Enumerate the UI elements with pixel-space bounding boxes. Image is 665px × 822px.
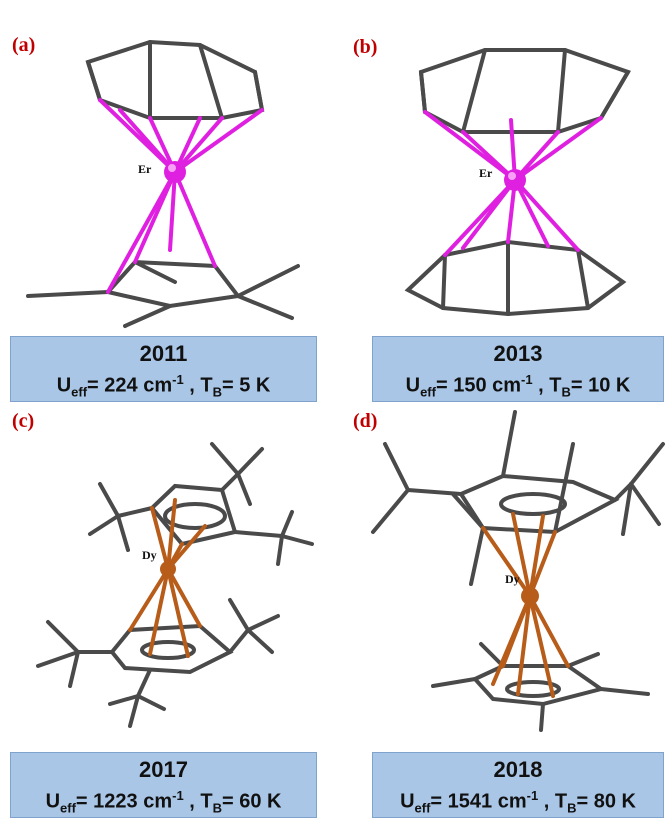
year: 2011 — [139, 341, 188, 366]
dy-cp-cp-structure — [36, 442, 314, 728]
parameters: Ueff= 1223 cm-1 , TB= 60 K — [45, 788, 282, 816]
panel-c: (c) Dy — [0, 404, 330, 740]
er-cot-cot-structure — [404, 48, 631, 317]
year: 2018 — [493, 757, 543, 782]
dy-cp-cp-structure — [371, 410, 665, 732]
panel-label: (d) — [353, 410, 378, 432]
panel-a: (a) Er — [0, 0, 330, 330]
panel-b: (b) Er — [333, 0, 665, 330]
panel-label: (a) — [12, 34, 36, 56]
parameters: Ueff= 150 cm-1 , TB= 10 K — [405, 372, 631, 400]
er-cot-cp-structure — [26, 39, 300, 328]
panel-label: (c) — [12, 410, 35, 432]
metal-label: Dy — [142, 548, 157, 562]
panel-label: (b) — [353, 36, 378, 58]
metal-label: Dy — [505, 572, 520, 586]
caption-c: 2017 Ueff= 1223 cm-1 , TB= 60 K — [10, 752, 317, 818]
year: 2017 — [139, 757, 188, 782]
metal-label: Er — [138, 162, 152, 176]
caption-d: 2018 Ueff= 1541 cm-1 , TB= 80 K — [372, 752, 664, 818]
panel-d: (d) Dy — [333, 404, 665, 740]
caption-b: 2013 Ueff= 150 cm-1 , TB= 10 K — [372, 336, 664, 402]
year: 2013 — [493, 341, 543, 366]
parameters: Ueff= 1541 cm-1 , TB= 80 K — [400, 788, 636, 816]
parameters: Ueff= 224 cm-1 , TB= 5 K — [56, 372, 271, 400]
metal-label: Er — [479, 166, 493, 180]
caption-a: 2011 Ueff= 224 cm-1 , TB= 5 K — [10, 336, 317, 402]
